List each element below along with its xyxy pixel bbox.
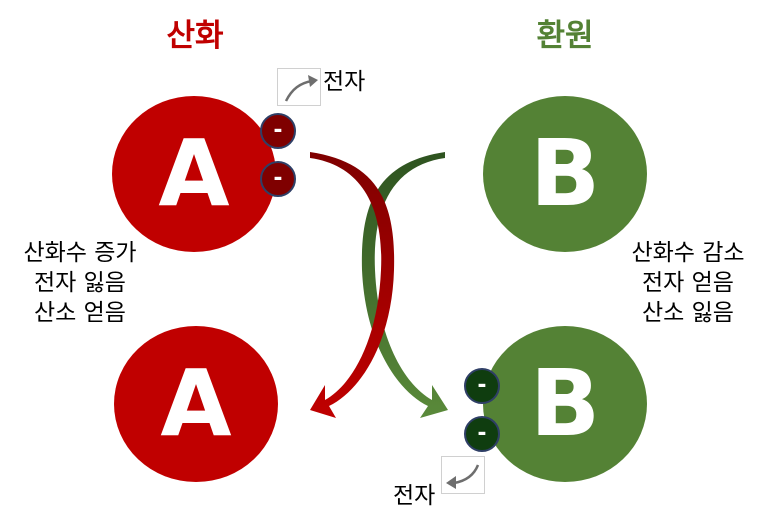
atom-a-top: A [112, 96, 276, 252]
curved-arrow-icon [441, 456, 485, 494]
electron-symbol: - [273, 118, 283, 143]
electron-symbol: - [477, 373, 487, 398]
reduction-title: 환원 [536, 18, 594, 54]
reduction-desc-line-2: 전자 얻음 [642, 270, 734, 296]
reduction-description: 산화수 감소 전자 얻음 산소 잃음 [608, 238, 768, 328]
electron-label-bottom: 전자 [393, 483, 436, 509]
curved-arrow-icon [277, 68, 321, 106]
reduction-arrow [361, 152, 448, 418]
atom-b-bottom-label: B [529, 350, 601, 457]
oxidation-desc-line-2: 전자 잃음 [34, 270, 126, 296]
reduction-desc-line-1: 산화수 감소 [631, 240, 745, 266]
atom-b-bottom: B [483, 326, 647, 482]
atom-a-top-label: A [158, 120, 230, 227]
atom-b-top: B [483, 96, 647, 252]
atom-a-bottom-label: A [160, 350, 232, 457]
oxidation-title: 산화 [166, 18, 224, 54]
electron-b-2: - [464, 416, 500, 452]
electron-b-1: - [464, 368, 500, 404]
electron-a-1: - [260, 113, 296, 149]
electron-symbol: - [273, 166, 283, 191]
electron-symbol: - [477, 421, 487, 446]
oxidation-desc-line-1: 산화수 증가 [23, 240, 137, 266]
atom-a-bottom: A [114, 326, 278, 482]
oxidation-desc-line-3: 산소 얻음 [34, 300, 126, 326]
oxidation-description: 산화수 증가 전자 잃음 산소 얻음 [0, 238, 160, 328]
electron-label-top: 전자 [323, 69, 366, 95]
reduction-desc-line-3: 산소 잃음 [642, 300, 734, 326]
oxidation-arrow [310, 152, 395, 418]
electron-a-2: - [260, 161, 296, 197]
atom-b-top-label: B [529, 120, 601, 227]
